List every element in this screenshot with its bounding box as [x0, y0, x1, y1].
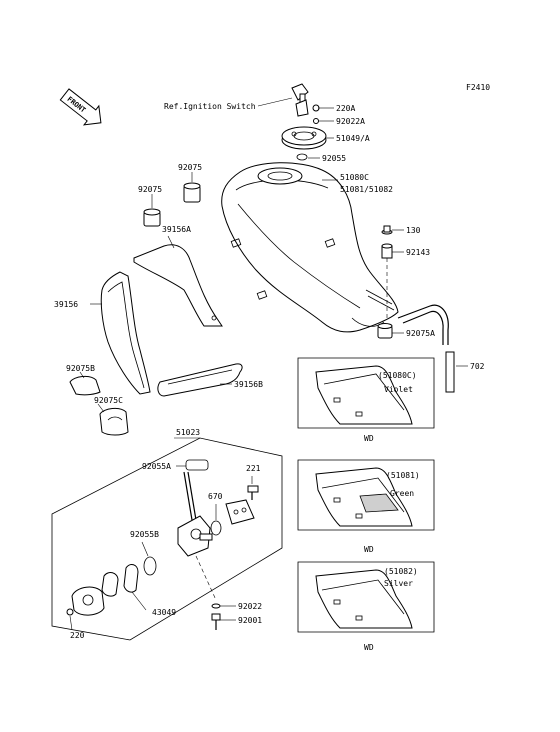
bolt-92001: [211, 613, 236, 630]
label-39156: 39156: [54, 300, 78, 309]
front-arrow-badge: FRONT: [59, 88, 102, 126]
variant-2-color: Green: [390, 489, 414, 498]
o-ring-670: [210, 504, 222, 536]
fuel-cock-assembly-frame: [51, 437, 283, 641]
label-92001: 92001: [238, 616, 262, 625]
variant-3-region: WD: [364, 643, 374, 652]
washer-92022A: [313, 118, 334, 124]
variant-1-code: (51080C): [378, 371, 417, 380]
label-221: 221: [246, 464, 261, 473]
washer-92022: [211, 603, 236, 609]
label-51023: 51023: [176, 428, 200, 437]
label-92055B: 92055B: [130, 530, 159, 539]
side-cover-39156A: [133, 235, 223, 327]
label-92075A: 92075A: [406, 329, 435, 338]
pad-39156B: [157, 363, 243, 397]
label-130: 130: [406, 226, 421, 235]
variant-2-region: WD: [364, 545, 374, 554]
label-51049A: 51049/A: [336, 134, 370, 143]
fuel-tank: [221, 162, 399, 333]
variant-1-color: Violet: [384, 385, 413, 394]
fuel-cock-body: [177, 471, 213, 557]
variant-3-code: (51082): [384, 567, 418, 576]
label-670: 670: [208, 492, 223, 501]
bolt-221: [247, 476, 259, 500]
fuel-cap: [281, 126, 334, 150]
variant-2-code: (51081): [386, 471, 420, 480]
side-cover-39156: [90, 271, 151, 395]
label-92022A: 92022A: [336, 117, 365, 126]
damper-92075C: [97, 403, 129, 436]
label-39156B: 39156B: [234, 380, 263, 389]
variant-box-51080C: [297, 357, 435, 429]
gasket-92055A: [176, 459, 209, 471]
label-220A: 220A: [336, 104, 355, 113]
label-92143: 92143: [406, 248, 430, 257]
collar-92143: [381, 243, 404, 259]
damper-92075-top: [183, 172, 201, 203]
label-92055: 92055: [322, 154, 346, 163]
screw-220A: [312, 104, 334, 112]
damper-92075A: [377, 323, 404, 339]
damper-92075-left: [143, 194, 161, 227]
label-220: 220: [70, 631, 85, 640]
ignition-key: [291, 83, 309, 117]
gasket-92055: [296, 153, 320, 161]
bolt-130: [381, 225, 404, 235]
label-92022: 92022: [238, 602, 262, 611]
o-ring-92055B: [141, 541, 157, 576]
label-92075B: 92075B: [66, 364, 95, 373]
variant-box-51082: [297, 561, 435, 633]
label-702: 702: [470, 362, 485, 371]
lever-43049: [123, 564, 147, 611]
plate-220: [71, 586, 105, 616]
label-51081-51082: 51081/51082: [340, 185, 393, 194]
figure-code: F2410: [466, 83, 490, 92]
variant-3-color: Silver: [384, 579, 413, 588]
label-51080C: 51080C: [340, 173, 369, 182]
label-92055A: 92055A: [142, 462, 171, 471]
label-92075C: 92075C: [94, 396, 123, 405]
damper-92075B: [69, 371, 101, 396]
label-43049: 43049: [152, 608, 176, 617]
spring-clip: [101, 572, 119, 597]
label-92075-left: 92075: [138, 185, 162, 194]
screw-220: [66, 608, 74, 631]
label-92075-top: 92075: [178, 163, 202, 172]
variant-1-region: WD: [364, 434, 374, 443]
variant-box-51081: [297, 459, 435, 531]
hose-702: [397, 304, 468, 393]
plate-cover: [225, 499, 255, 525]
label-ref-ignition-switch: Ref.Ignition Switch: [164, 102, 256, 111]
label-39156A: 39156A: [162, 225, 191, 234]
